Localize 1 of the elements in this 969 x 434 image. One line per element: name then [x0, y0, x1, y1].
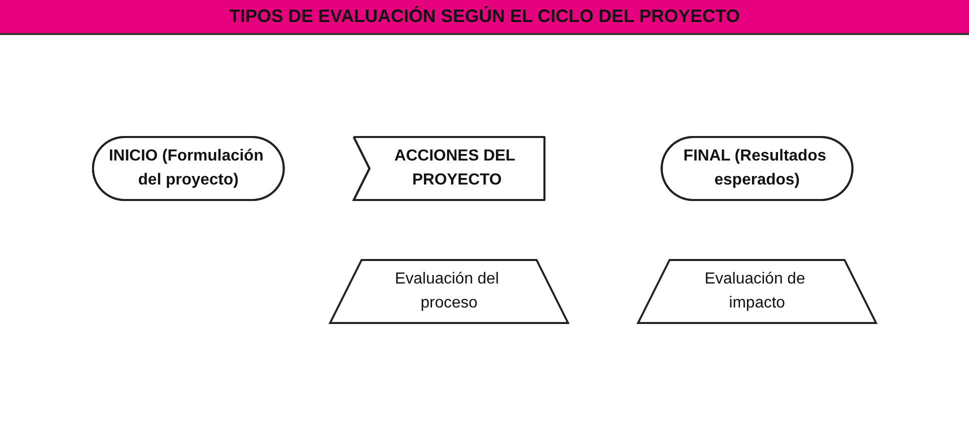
title-banner: TIPOS DE EVALUACIÓN SEGÚN EL CICLO DEL PROYECTO [0, 0, 969, 35]
